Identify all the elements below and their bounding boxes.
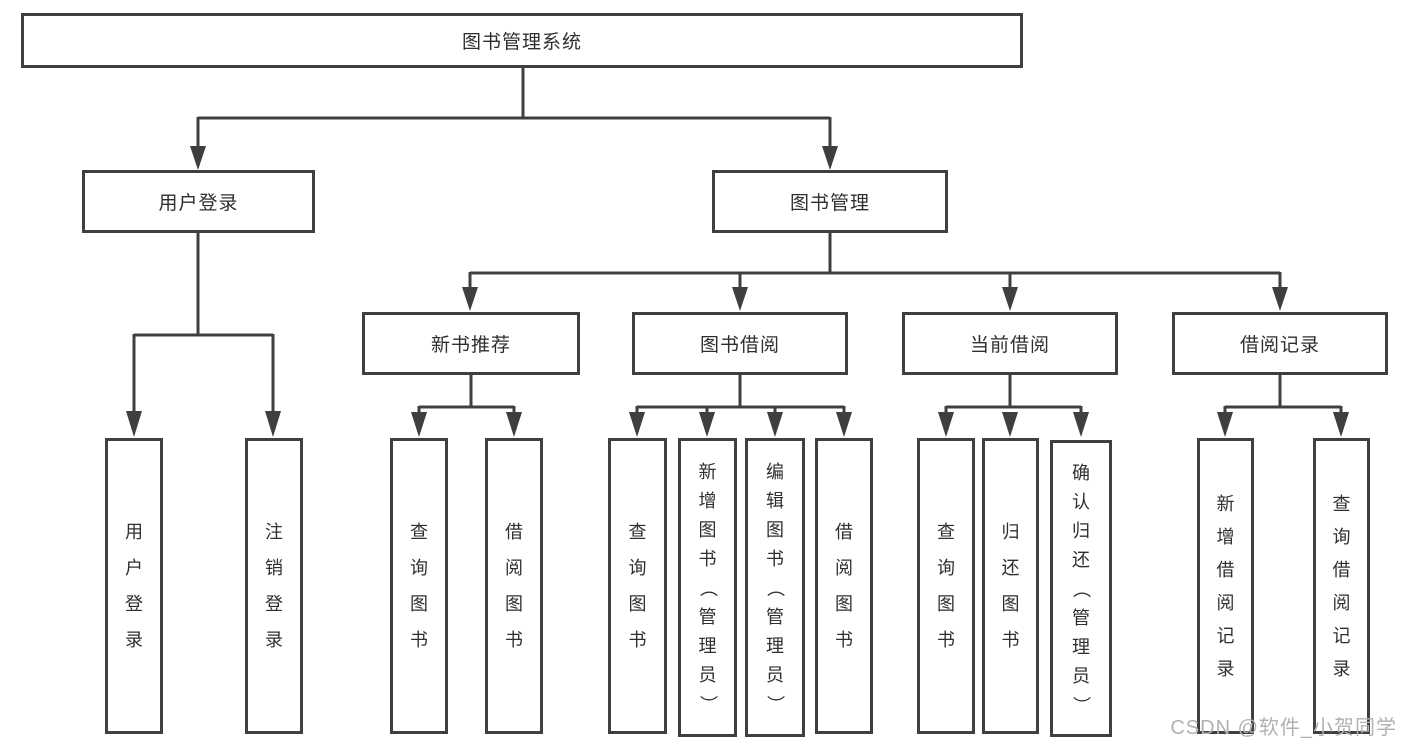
node-user-login-label: 用户登录 [158,193,239,214]
watermark-text: CSDN @软件_小贺同学 [1170,717,1397,739]
leaf-return-books-label: 归还图书 [1001,522,1020,650]
node-new-book-recommend: 新书推荐 [362,312,580,375]
node-user-login: 用户登录 [82,170,315,233]
leaf-confirm-return-admin: 确认归还（管理员） [1050,440,1112,737]
leaf-borrow-query-books: 查询图书 [608,438,667,734]
leaf-user-login: 用户登录 [105,438,163,734]
leaf-add-borrow-record-label: 新增借阅记录 [1216,493,1235,679]
leaf-user-login-label: 用户登录 [125,522,143,650]
node-book-management-label: 图书管理 [789,193,870,214]
leaf-recommend-borrow-books: 借阅图书 [485,438,543,734]
leaf-query-borrow-record-label: 查询借阅记录 [1332,493,1351,679]
leaf-add-borrow-record: 新增借阅记录 [1197,438,1254,734]
node-new-book-recommend-label: 新书推荐 [430,335,511,356]
leaf-current-query-books: 查询图书 [917,438,975,734]
leaf-confirm-return-admin-label: 确认归还（管理员） [1071,462,1091,714]
leaf-add-books-admin-label: 新增图书（管理员） [697,461,718,713]
leaf-logout: 注销登录 [245,438,303,734]
node-current-borrow: 当前借阅 [902,312,1118,375]
leaf-add-books-admin: 新增图书（管理员） [678,438,737,737]
node-book-borrow-label: 图书借阅 [699,335,780,356]
leaf-edit-books-admin-label: 编辑图书（管理员） [765,461,785,713]
leaf-logout-label: 注销登录 [265,522,283,650]
leaf-borrow-books-label: 借阅图书 [835,522,853,650]
leaf-borrow-books: 借阅图书 [815,438,873,734]
node-book-management: 图书管理 [712,170,948,233]
node-borrow-record: 借阅记录 [1172,312,1388,375]
node-borrow-record-label: 借阅记录 [1239,335,1320,356]
leaf-recommend-query-books: 查询图书 [390,438,448,734]
leaf-edit-books-admin: 编辑图书（管理员） [745,438,805,737]
node-root: 图书管理系统 [21,13,1023,68]
node-root-label: 图书管理系统 [461,32,582,53]
leaf-current-query-books-label: 查询图书 [937,522,955,650]
leaf-recommend-borrow-books-label: 借阅图书 [505,522,523,650]
leaf-borrow-query-books-label: 查询图书 [628,522,647,650]
leaf-query-borrow-record: 查询借阅记录 [1313,438,1370,734]
node-book-borrow: 图书借阅 [632,312,848,375]
node-current-borrow-label: 当前借阅 [969,335,1050,356]
leaf-return-books: 归还图书 [982,438,1039,734]
leaf-recommend-query-books-label: 查询图书 [410,522,428,650]
